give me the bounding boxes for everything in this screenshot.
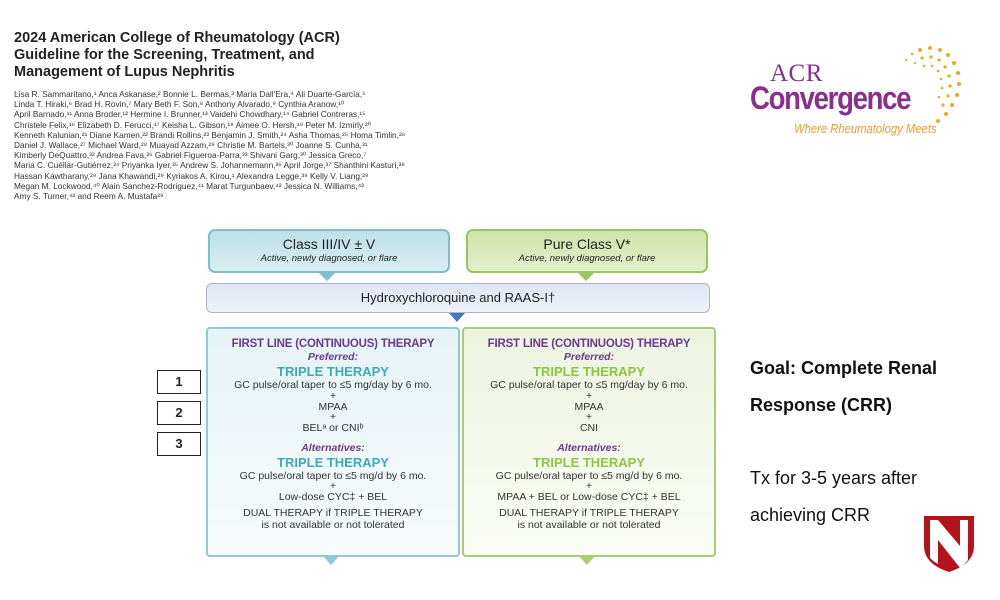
class-iii-iv-box: Class III/IV ± V Active, newly diagnosed… [208, 229, 450, 273]
number-box-2: 2 [157, 401, 201, 425]
author-line: Maria C. Cuéllar-Gutiérrez,³⁴ Priyanka I… [14, 160, 405, 171]
preferred-label: Preferred: [307, 351, 359, 363]
author-line: April Barnado,¹¹ Anna Broder,¹² Hermine … [14, 109, 366, 120]
author-line: Daniel J. Wallace,²⁷ Michael Ward,²⁸ Mua… [14, 140, 368, 151]
dual-therapy-line: DUAL THERAPY if TRIPLE THERAPY [243, 506, 423, 519]
alternative-therapy-title: TRIPLE THERAPY [533, 454, 645, 470]
therapy-panel-class-iii-iv: FIRST LINE (CONTINUOUS) THERAPY Preferre… [206, 327, 460, 557]
paper-title-line: 2024 American College of Rheumatology (A… [14, 30, 340, 46]
author-line: Megan M. Lockwood,⁴⁰ Alain Sanchez-Rodri… [14, 180, 364, 191]
plus-sign: + [586, 412, 592, 423]
unmc-n-logo-icon [920, 512, 974, 572]
plus-sign: + [330, 390, 336, 402]
alternatives-label: Alternatives: [301, 441, 365, 454]
plus-sign: + [330, 481, 336, 492]
down-arrow-icon [323, 556, 339, 565]
author-line: Kimberly DeQuattro,³² Andrea Fava,²⁶ Gab… [14, 150, 367, 161]
class-box-title: Pure Class V* [543, 236, 631, 252]
therapy-line: MPAA [318, 400, 348, 413]
therapy-line: MPAA + BEL or Low-dose CYC‡ + BEL [497, 491, 681, 503]
acr-convergence-logo: ACR Convergence Where Rheumatology Meets [740, 38, 970, 148]
preferred-therapy-title: TRIPLE THERAPY [533, 364, 645, 379]
class-box-subtitle: Active, newly diagnosed, or flare [260, 253, 398, 264]
plus-sign: + [586, 481, 592, 492]
first-line-heading: FIRST LINE (CONTINUOUS) THERAPY [231, 338, 435, 350]
logo-tagline: Where Rheumatology Meets [794, 122, 937, 136]
goal-note: Goal: Complete Renal Response (CRR) [750, 350, 980, 424]
author-line: Linda T. Hiraki,⁶ Brad H. Rovin,⁷ Mary B… [14, 99, 345, 110]
therapy-line: MPAA [574, 400, 604, 413]
dual-therapy-line: is not available or not tolerated [517, 519, 661, 531]
goal-line: Goal: Complete Renal [750, 358, 938, 378]
preferred-therapy-title: TRIPLE THERAPY [277, 364, 389, 379]
dual-therapy-line: is not available or not tolerated [261, 519, 405, 531]
treatment-duration-note: Tx for 3-5 years after achieving CRR [750, 460, 980, 534]
therapy-line: CNI [579, 422, 599, 434]
therapy-panel-pure-class-v: FIRST LINE (CONTINUOUS) THERAPY Preferre… [462, 327, 716, 557]
class-box-subtitle: Active, newly diagnosed, or flare [518, 253, 656, 264]
first-line-heading: FIRST LINE (CONTINUOUS) THERAPY [487, 338, 691, 350]
hcq-raasi-box: Hydroxychloroquine and RAAS-I† [206, 283, 710, 313]
goal-line: Response (CRR) [750, 395, 893, 415]
paper-title-line: Guideline for the Screening, Treatment, … [14, 47, 315, 63]
plus-sign: + [330, 412, 336, 423]
tx-line: Tx for 3-5 years after [750, 468, 918, 488]
dot-swirl-icon [904, 46, 961, 123]
therapy-line: GC pulse/oral taper to ≤5 mg/d by 6 mo. [495, 469, 683, 482]
author-line: Amy S. Turner,⁴² and Reem A. Mustafa²⁹ [14, 191, 164, 202]
author-line: Hassan Kawtharany,²⁹ Jana Khawandi,²⁹ Ky… [14, 170, 369, 181]
down-arrow-icon [449, 313, 465, 322]
therapy-line: Low-dose CYC‡ + BEL [278, 491, 388, 503]
therapy-line: GC pulse/oral taper to ≤5 mg/day by 6 mo… [490, 379, 688, 391]
alternatives-label: Alternatives: [557, 441, 621, 454]
author-line: Lisa R. Sammaritano,¹ Anca Askanase,² Bo… [14, 89, 366, 99]
down-arrow-icon [578, 273, 594, 281]
number-box-1: 1 [157, 370, 201, 394]
plus-sign: + [586, 390, 592, 402]
therapy-line: BELᵃ or CNIᵇ [302, 422, 364, 434]
alternative-therapy-title: TRIPLE THERAPY [277, 454, 389, 470]
preferred-label: Preferred: [563, 351, 615, 363]
logo-acr-text: ACR [770, 60, 823, 87]
down-arrow-icon [319, 273, 335, 281]
tx-line: achieving CRR [750, 505, 871, 525]
therapy-line: GC pulse/oral taper to ≤5 mg/day by 6 mo… [234, 379, 432, 391]
therapy-line: GC pulse/oral taper to ≤5 mg/d by 6 mo. [239, 469, 427, 482]
pure-class-v-box: Pure Class V* Active, newly diagnosed, o… [466, 229, 708, 273]
logo-convergence-text: Convergence [750, 80, 911, 116]
class-box-title: Class III/IV ± V [282, 236, 376, 252]
down-arrow-icon [579, 556, 595, 565]
author-line: Christele Felix,¹⁶ Elizabeth D. Ferucci,… [14, 119, 371, 130]
paper-title-line: Management of Lupus Nephritis [14, 64, 235, 80]
author-line: Kenneth Kalunian,²¹ Diane Kamen,²² Brand… [14, 129, 406, 140]
author-list: Lisa R. Sammaritano,¹ Anca Askanase,² Bo… [14, 89, 414, 201]
dual-therapy-line: DUAL THERAPY if TRIPLE THERAPY [499, 506, 679, 519]
paper-title: 2024 American College of Rheumatology (A… [14, 30, 374, 81]
number-box-3: 3 [157, 432, 201, 456]
